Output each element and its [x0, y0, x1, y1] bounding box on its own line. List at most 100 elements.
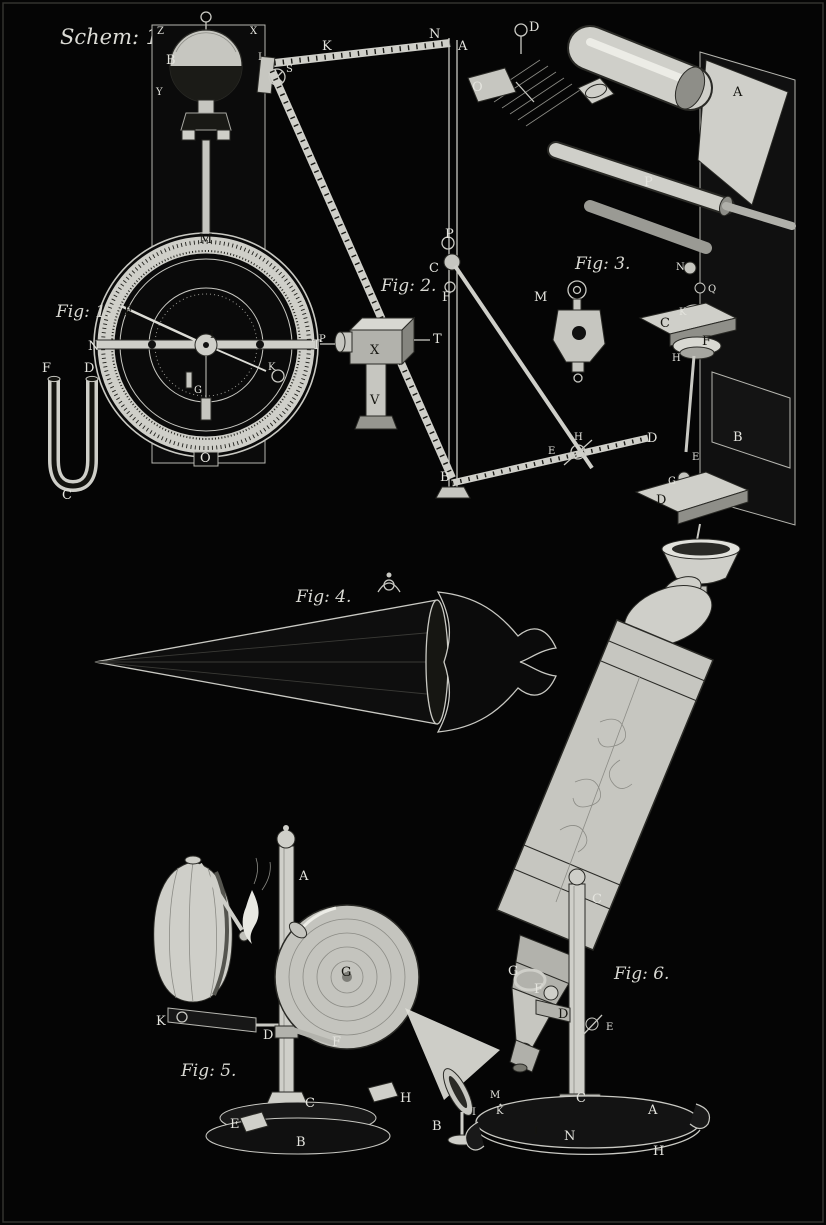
- part-label: F: [702, 334, 711, 349]
- part-label: C: [576, 1091, 586, 1106]
- bar-p: [547, 141, 796, 230]
- part-label: T: [433, 332, 442, 347]
- part-label: N: [564, 1129, 575, 1144]
- part-label: G: [508, 964, 518, 979]
- part-label: D: [656, 493, 666, 508]
- large-tube: [567, 25, 713, 111]
- part-label: M: [490, 1090, 500, 1101]
- part-label: H: [653, 1144, 664, 1159]
- fig1-glass-ball: [169, 29, 243, 103]
- part-label: V: [369, 393, 380, 408]
- part-label: H: [672, 353, 681, 364]
- part-label: O: [200, 451, 211, 466]
- part-label: T: [312, 338, 321, 353]
- fig5-oil-flask: [153, 855, 250, 1003]
- fig3-object-clamp: M Fig: 3.: [534, 254, 630, 383]
- part-label: P: [644, 175, 653, 190]
- fig5-flame: [242, 890, 259, 944]
- fig1-u-tube: [47, 375, 99, 493]
- part-label: C: [62, 488, 72, 503]
- part-label: H: [400, 1091, 411, 1106]
- part-label: X: [370, 343, 380, 358]
- part-label: F: [534, 982, 543, 997]
- part-label: C: [660, 316, 670, 331]
- condenser-column: [634, 261, 791, 541]
- lower-bar: [584, 200, 712, 254]
- plate-title: Schem: 1.: [60, 25, 166, 49]
- fig1-needle: [120, 304, 207, 347]
- part-label: E: [124, 304, 134, 319]
- fig6-arm: [509, 968, 571, 1073]
- part-label: G: [194, 385, 202, 396]
- part-label: F: [332, 1035, 341, 1050]
- part-label: N: [429, 27, 440, 42]
- fig2-grinding-engine: K N A I S P C F T X V T B E H D Fig: 2.: [256, 27, 657, 499]
- fig4-caption: Fig: 4.: [295, 587, 351, 607]
- part-label: B: [296, 1135, 306, 1150]
- part-label: G: [668, 476, 676, 487]
- fig6-pillar: [568, 868, 603, 1097]
- diamond-lens-frame: [577, 77, 615, 105]
- funnel-o: [467, 23, 535, 103]
- part-label: A: [457, 39, 468, 54]
- part-label: K: [322, 39, 332, 54]
- part-label: M: [199, 232, 212, 247]
- condenser-apparatus: D O A P N Q K C F H B E G D: [467, 20, 796, 1054]
- part-label: M: [534, 290, 547, 305]
- fig5-caption: Fig: 5.: [180, 1061, 236, 1081]
- part-label: C: [429, 261, 439, 276]
- part-label: B: [440, 470, 450, 485]
- part-label: B: [432, 1119, 442, 1134]
- part-label: E: [230, 1117, 240, 1132]
- part-label: K: [496, 1106, 504, 1117]
- fig1-wheel-barometer: B Z X Y M E N I K P O G F D C Fig: 1.: [42, 11, 326, 503]
- part-label: A: [298, 869, 309, 884]
- fig6-caption: Fig: 6.: [613, 964, 669, 984]
- part-label: D: [647, 431, 657, 446]
- part-label: C: [592, 892, 602, 907]
- part-label: E: [606, 1022, 613, 1033]
- part-label: K: [679, 307, 687, 318]
- part-label: F: [42, 361, 51, 376]
- part-label: P: [319, 334, 326, 345]
- part-label: I: [534, 1126, 538, 1137]
- part-label: Q: [708, 284, 716, 295]
- part-label: D: [84, 361, 94, 376]
- fig4-cone: Fig: 4.: [94, 572, 557, 733]
- fig5-water-globe: [274, 904, 420, 1050]
- fig1-caption: Fig: 1.: [55, 302, 111, 322]
- fig1-dial: [93, 232, 319, 458]
- part-label: Z: [157, 26, 164, 37]
- part-label: B: [733, 430, 743, 445]
- part-label: K: [156, 1014, 166, 1029]
- fig2-caption: Fig: 2.: [380, 276, 436, 296]
- part-label: O: [472, 80, 483, 95]
- fig5-lamp-and-globe: K A G D F C B E H Fig: 5.: [153, 825, 500, 1155]
- fig4-bracket-ornament: [436, 591, 557, 733]
- part-label: D: [263, 1028, 273, 1043]
- microscope-barrel: [496, 576, 714, 1054]
- part-label: I: [258, 52, 262, 63]
- fig5-base: [205, 1081, 399, 1155]
- part-label: A: [647, 1103, 658, 1118]
- part-label: K: [268, 362, 276, 373]
- fig6-microscope-stand: C G F D E M K I B I C A N H Fig: 6.: [432, 868, 711, 1159]
- part-label: B: [166, 53, 176, 68]
- fig5-light-cone: [405, 1008, 500, 1100]
- part-label: N: [676, 262, 685, 273]
- part-label: E: [692, 452, 699, 463]
- fig6-specimen-lens: [442, 1068, 511, 1146]
- part-label: N: [88, 339, 99, 354]
- fig1-bottom-mount: [193, 451, 219, 467]
- part-label: H: [574, 432, 583, 443]
- part-label: I: [210, 330, 214, 341]
- part-label: D: [558, 1007, 568, 1022]
- fig6-base: [465, 1093, 711, 1156]
- part-label: I: [472, 1107, 476, 1118]
- fig3-caption: Fig: 3.: [574, 254, 630, 274]
- part-label: X: [250, 26, 258, 37]
- part-label: E: [548, 446, 555, 457]
